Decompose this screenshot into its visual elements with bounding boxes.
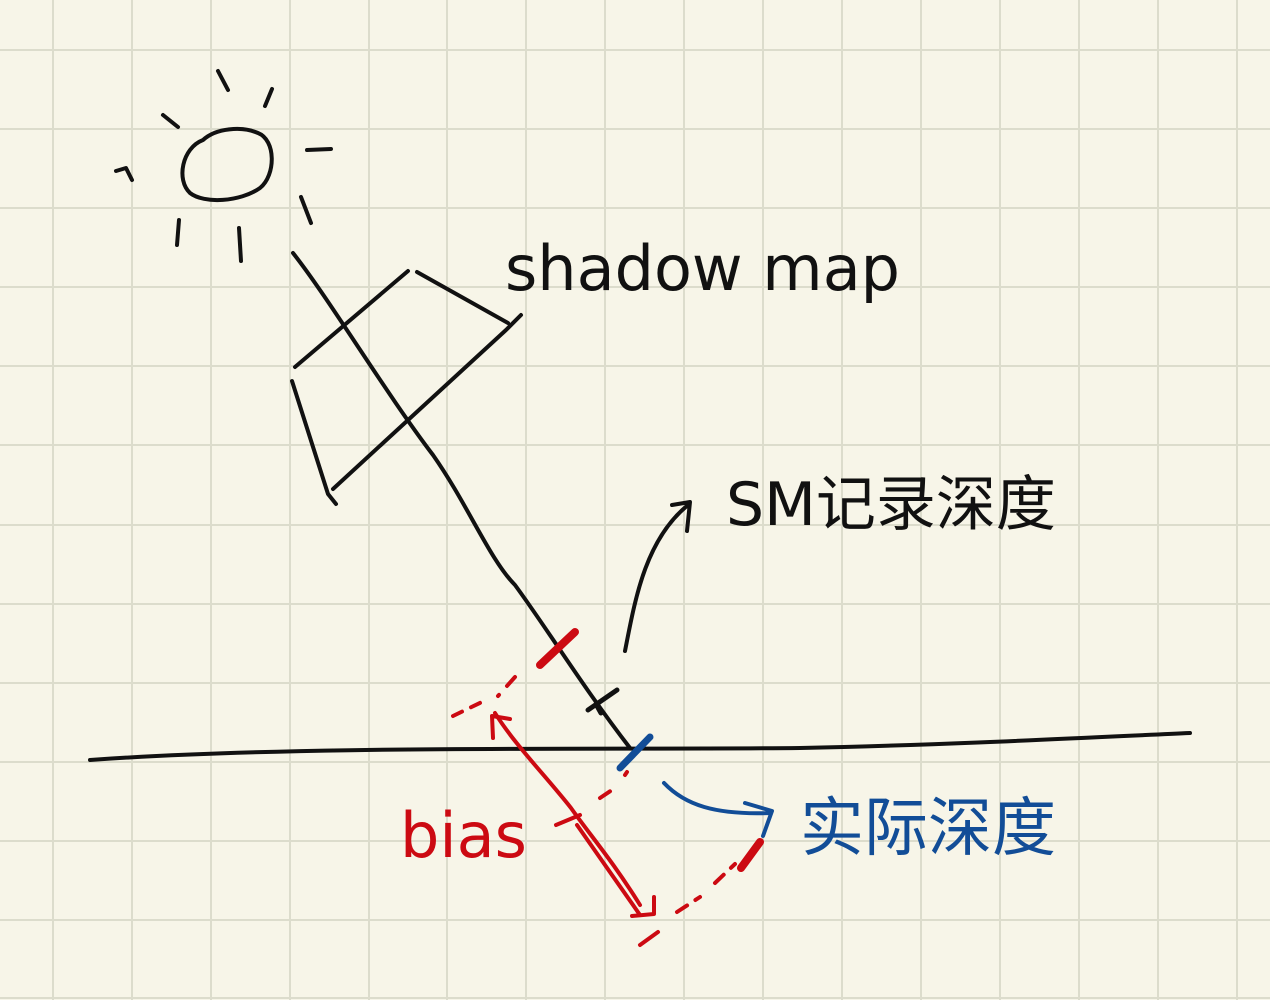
sm-depth-arrow: [623, 500, 692, 653]
ground-line: [88, 731, 1192, 762]
actual-depth-label: 实际深度: [800, 792, 1056, 866]
actual-depth-mark: [616, 733, 654, 772]
sun-icon: [114, 69, 333, 263]
actual-depth-arrow: [662, 781, 774, 838]
sm-depth-tick: [585, 687, 620, 716]
shadow-map-label: shadow map: [505, 232, 900, 305]
shadow-map-plane: [290, 269, 523, 506]
bias-label: bias: [400, 799, 527, 872]
sm-depth-label: SM记录深度: [726, 470, 1056, 540]
bias-markings: [451, 628, 764, 947]
light-ray: [291, 251, 632, 750]
